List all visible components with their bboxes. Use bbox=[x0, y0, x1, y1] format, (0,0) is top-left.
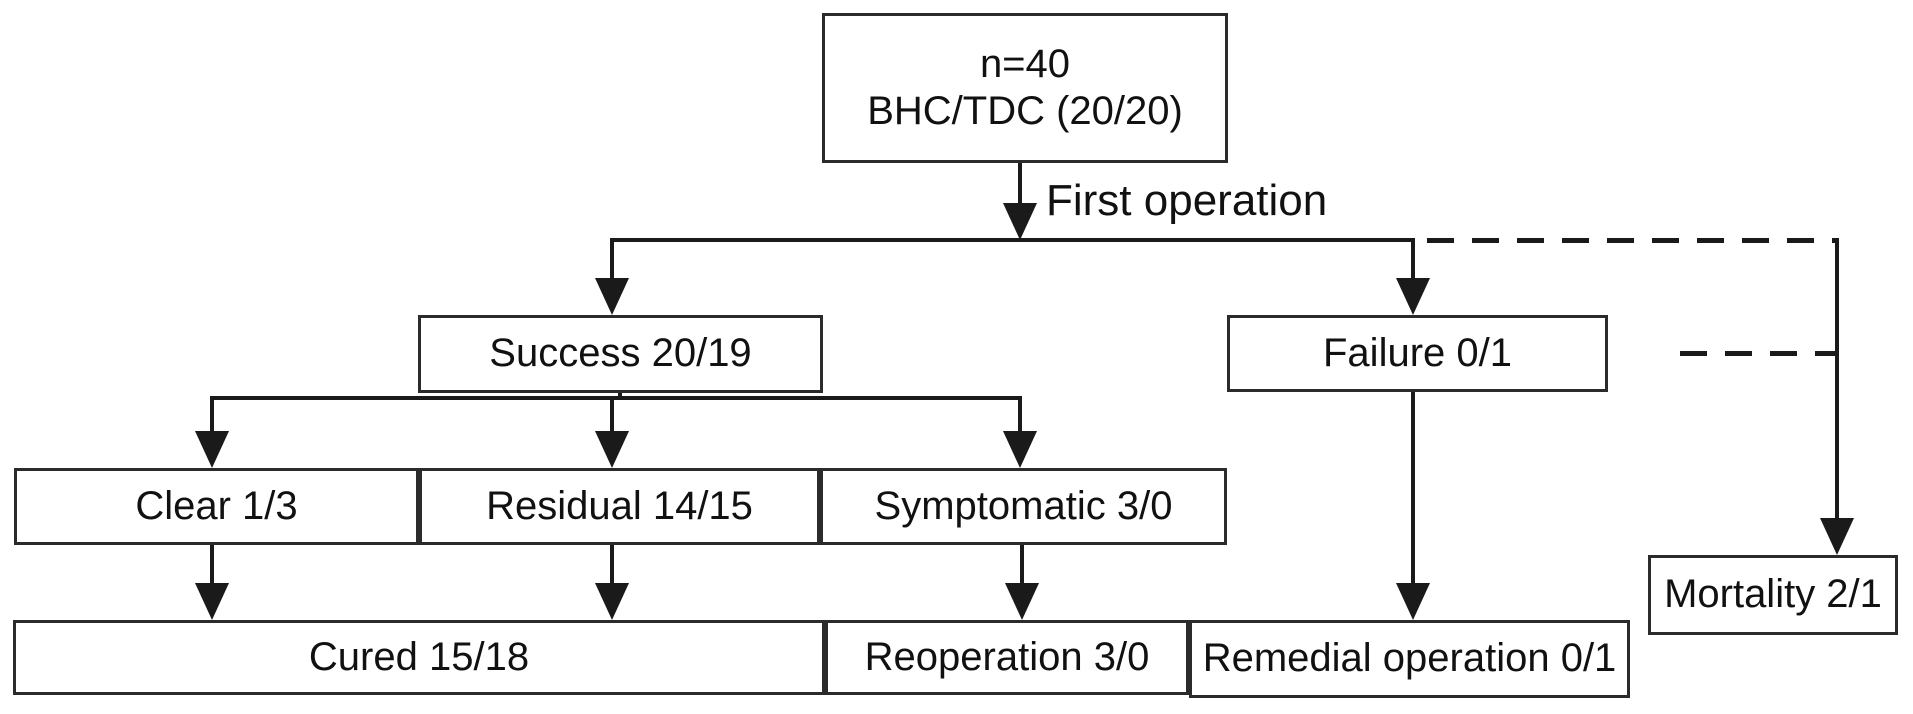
node-root: n=40 BHC/TDC (20/20) bbox=[822, 13, 1228, 163]
node-symptomatic-label: Symptomatic 3/0 bbox=[874, 483, 1173, 528]
arrowhead-failure-remedial-icon bbox=[1396, 583, 1430, 620]
arrowhead-to-failure-icon bbox=[1396, 278, 1430, 315]
node-residual: Residual 14/15 bbox=[419, 468, 820, 545]
arrowhead-residual-cured-icon bbox=[595, 583, 629, 620]
node-remedial: Remedial operation 0/1 bbox=[1189, 620, 1630, 698]
node-reoperation: Reoperation 3/0 bbox=[825, 620, 1189, 695]
arrowhead-to-residual-icon bbox=[595, 431, 629, 468]
node-failure-label: Failure 0/1 bbox=[1323, 330, 1512, 375]
arrowhead-root-down-icon bbox=[1003, 203, 1037, 240]
arrowhead-to-success-icon bbox=[595, 278, 629, 315]
node-cured: Cured 15/18 bbox=[13, 620, 825, 695]
connector-residual-cured bbox=[610, 545, 614, 585]
connector-to-success bbox=[610, 238, 614, 280]
connector-to-clear bbox=[210, 396, 214, 433]
arrowhead-to-mortality-icon bbox=[1820, 518, 1854, 555]
arrowhead-to-clear-icon bbox=[195, 431, 229, 468]
connector-failure-remedial bbox=[1411, 392, 1415, 585]
connector-clear-cured bbox=[210, 545, 214, 585]
connector-to-failure bbox=[1411, 238, 1415, 280]
connector-root-down bbox=[1018, 163, 1022, 207]
node-remedial-label: Remedial operation 0/1 bbox=[1202, 636, 1617, 681]
node-cured-label: Cured 15/18 bbox=[308, 634, 530, 679]
node-failure: Failure 0/1 bbox=[1227, 315, 1608, 392]
node-mortality-label: Mortality 2/1 bbox=[1664, 572, 1882, 617]
connector-to-mortality bbox=[1835, 238, 1839, 520]
arrowhead-to-symptomatic-icon bbox=[1003, 431, 1037, 468]
node-clear-label: Clear 1/3 bbox=[135, 483, 298, 528]
node-success-label: Success 20/19 bbox=[489, 331, 752, 376]
connector-to-residual bbox=[610, 396, 614, 433]
connector-branch-top bbox=[610, 238, 1415, 242]
node-root-line1: n=40 bbox=[979, 41, 1071, 86]
connector-branch-success bbox=[210, 396, 1022, 400]
node-clear: Clear 1/3 bbox=[14, 468, 419, 545]
node-symptomatic: Symptomatic 3/0 bbox=[820, 468, 1227, 545]
arrowhead-symptomatic-reoperation-icon bbox=[1005, 583, 1039, 620]
node-reoperation-label: Reoperation 3/0 bbox=[864, 634, 1150, 679]
arrowhead-clear-cured-icon bbox=[195, 583, 229, 620]
connector-symptomatic-reoperation bbox=[1020, 545, 1024, 585]
edge-label-first-operation: First operation bbox=[1046, 176, 1328, 225]
node-residual-label: Residual 14/15 bbox=[486, 483, 753, 528]
node-mortality: Mortality 2/1 bbox=[1648, 555, 1898, 635]
connector-dashed-mid bbox=[1680, 351, 1837, 356]
connector-dashed-top bbox=[1427, 238, 1837, 243]
node-success: Success 20/19 bbox=[418, 315, 823, 393]
node-root-line2: BHC/TDC (20/20) bbox=[867, 89, 1183, 133]
connector-to-symptomatic bbox=[1018, 396, 1022, 433]
